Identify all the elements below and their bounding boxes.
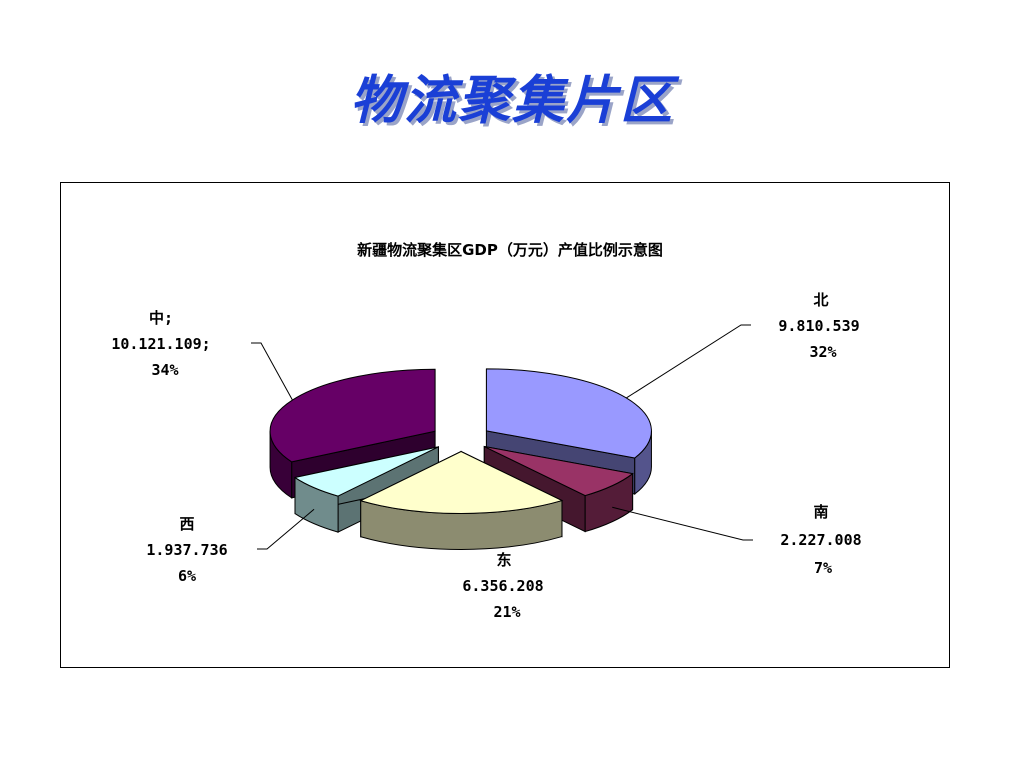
slice-4-top <box>269 368 436 463</box>
label-bei-percent: 32% <box>809 343 836 361</box>
label-xi-value: 1.937.736 <box>146 541 227 559</box>
slide-title: 物流聚集片区 <box>349 70 674 131</box>
label-xi-name: 西 <box>179 515 194 533</box>
label-zhong-name: 中; <box>149 309 173 327</box>
slice-0-top <box>485 368 652 459</box>
label-nan-name: 南 <box>813 503 828 521</box>
label-dong-value: 6.356.208 <box>462 577 543 595</box>
chart-title: 新疆物流聚集区GDP（万元）产值比例示意图 <box>357 241 663 259</box>
leader-line-0 <box>626 324 751 399</box>
slices-layer <box>269 368 652 550</box>
label-dong-name: 东 <box>496 551 511 569</box>
slice-2 <box>359 450 564 550</box>
chart-area: 新疆物流聚集区GDP（万元）产值比例示意图 北 9.810.539 32% 南 … <box>60 182 950 668</box>
leader-line-4 <box>251 342 293 401</box>
label-zhong-percent: 34% <box>151 361 178 379</box>
slice-3-top <box>293 446 439 497</box>
label-nan-percent: 7% <box>814 559 832 577</box>
label-nan-value: 2.227.008 <box>780 531 861 549</box>
label-bei-name: 北 <box>813 291 828 309</box>
label-dong-percent: 21% <box>493 603 520 621</box>
label-bei-value: 9.810.539 <box>778 317 859 335</box>
label-zhong-value: 10.121.109; <box>111 335 210 353</box>
slice-1-top <box>484 446 634 497</box>
pie-chart: 新疆物流聚集区GDP（万元）产值比例示意图 北 9.810.539 32% 南 … <box>111 241 861 621</box>
leader-line-1 <box>612 506 753 541</box>
label-xi-percent: 6% <box>178 567 196 585</box>
slice-2-top <box>359 450 564 514</box>
leader-line-3 <box>257 508 315 550</box>
leader-lines <box>251 324 753 550</box>
